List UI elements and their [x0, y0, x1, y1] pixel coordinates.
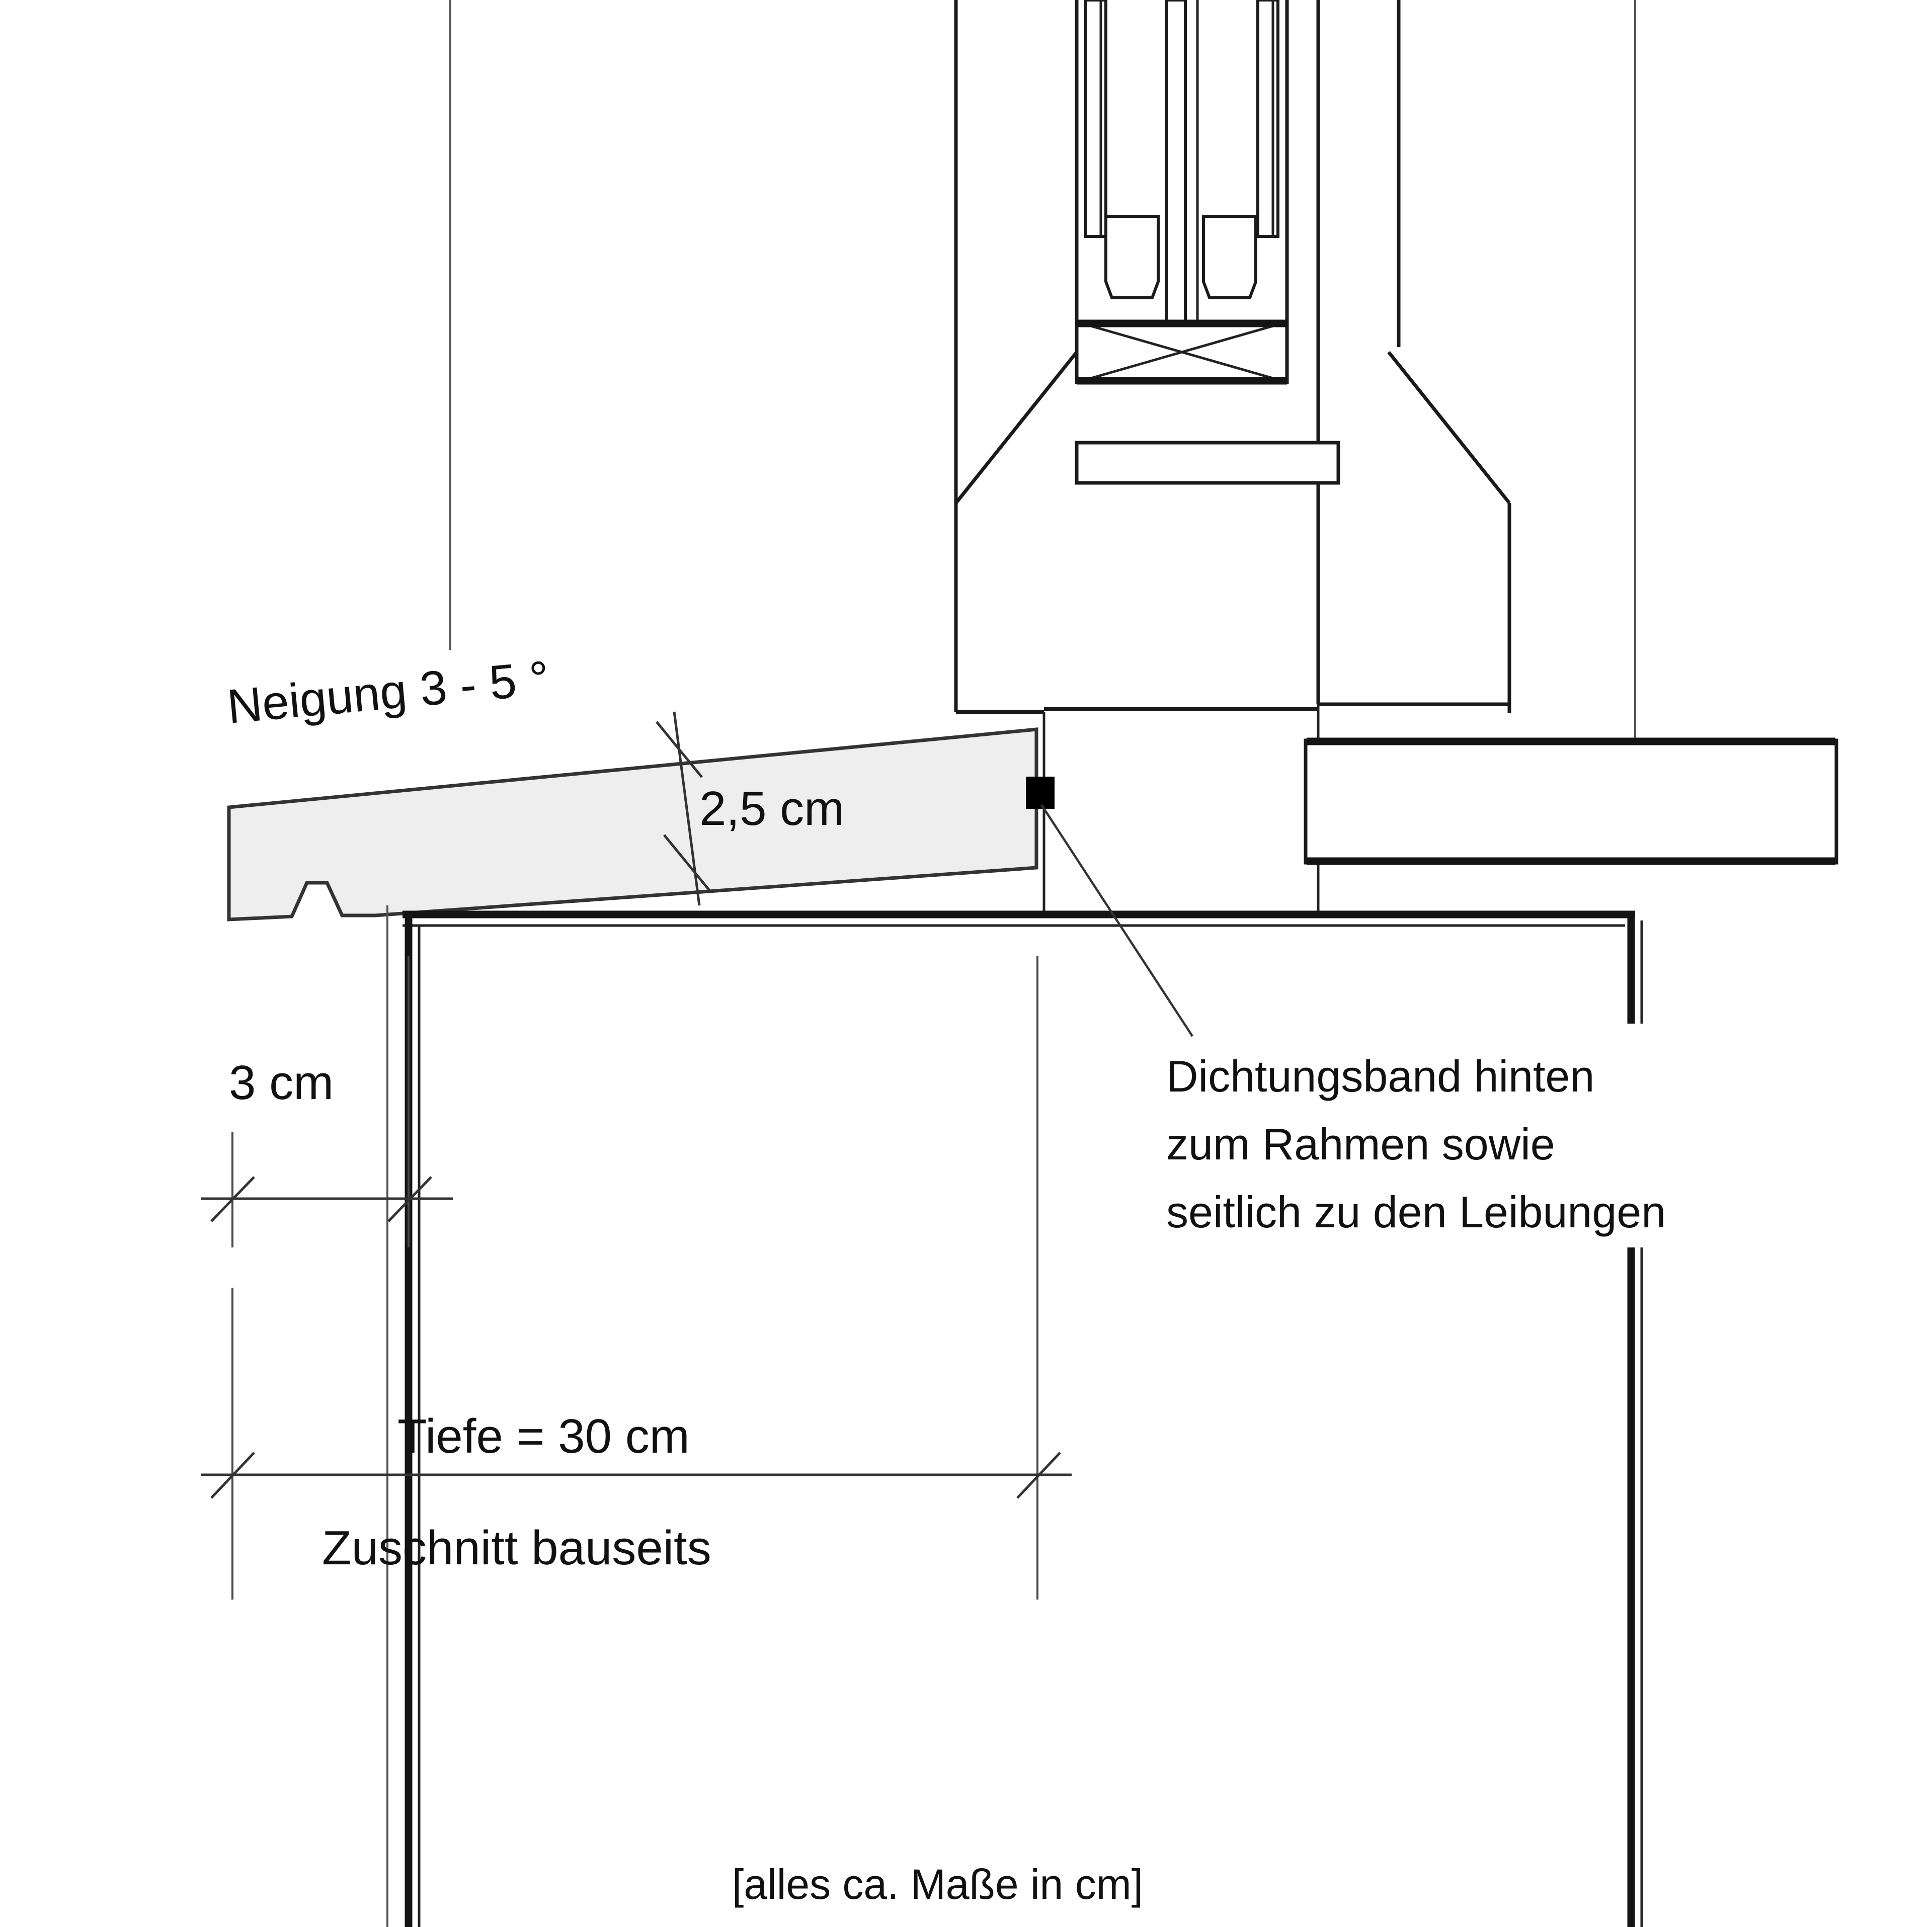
interior-sill-board	[1304, 737, 1838, 865]
sill-depth-label: Tiefe = 30 cm	[397, 1409, 690, 1463]
sealing-tape-marker	[1026, 777, 1055, 809]
dimension-sill-depth	[201, 956, 1072, 1600]
footnote-label: [alles ca. Maße in cm]	[732, 1861, 1143, 1908]
dimension-sill-thickness	[656, 711, 710, 906]
front-overhang-label: 3 cm	[229, 1056, 334, 1110]
sealing-tape-leader	[1040, 804, 1193, 1037]
sealing-note-line-3: seitlich zu den Leibungen	[1166, 1187, 1666, 1237]
exterior-window-sill	[227, 727, 1038, 921]
sealing-note-line-2: zum Rahmen sowie	[1166, 1119, 1555, 1169]
sill-thickness-label: 2,5 cm	[699, 782, 844, 835]
sealing-note-line-1: Dichtungsband hinten	[1166, 1051, 1594, 1101]
sub-sill-base	[386, 905, 1643, 1927]
upper-wall-lines	[449, 0, 1636, 746]
cut-note-label: Zuschnitt bauseits	[322, 1521, 711, 1575]
window-frame-assembly	[954, 0, 1511, 913]
slope-label: Neigung 3 - 5 °	[225, 651, 551, 734]
dimension-front-overhang	[201, 956, 453, 1247]
